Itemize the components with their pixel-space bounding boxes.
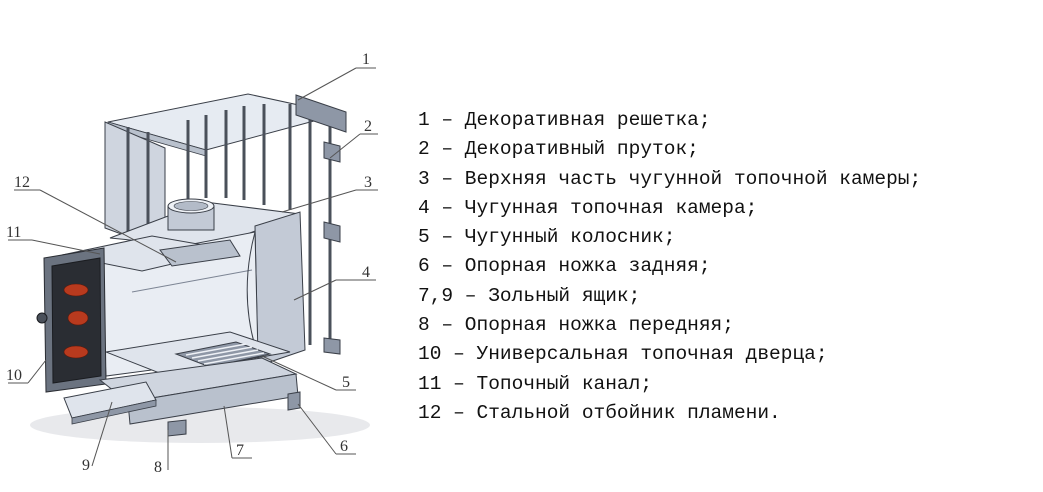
callout-10: 10 [6, 367, 22, 384]
legend-item: 2 – Декоративный пруток; [418, 138, 699, 161]
flame-deflector [159, 239, 241, 267]
front-leg [167, 419, 187, 437]
callout-7: 7 [236, 442, 244, 459]
legend-item: 11 – Топочный канал; [418, 372, 653, 395]
legend-item: 1 – Декоративная решетка; [418, 109, 711, 131]
callout-5: 5 [342, 374, 350, 391]
legend-item: 3 – Верхняя часть чугунной топочной каме… [418, 167, 922, 190]
rear-leg [287, 391, 301, 411]
cast-iron-grate [174, 341, 272, 368]
callout-12: 12 [14, 174, 30, 191]
grille-right-bracket-1 [323, 141, 341, 163]
door-decor [63, 283, 89, 359]
callout-11: 11 [6, 224, 21, 241]
legend-item: 12 – Стальной отбойник пламени. [418, 401, 781, 424]
legend-item: 5 – Чугунный колосник; [418, 226, 676, 249]
chimney-collar-inner [173, 201, 209, 211]
ground-shadow [30, 407, 370, 443]
legend-item: 6 – Опорная ножка задняя; [418, 255, 711, 278]
parts-legend: 1 – Декоративная решетка; 2 – Декоративн… [418, 106, 1038, 428]
legend-item: 10 – Универсальная топочная дверца; [418, 343, 828, 366]
callout-2: 2 [364, 118, 372, 135]
callout-9: 9 [82, 457, 90, 474]
callout-3: 3 [364, 174, 372, 191]
callout-4: 4 [362, 264, 370, 281]
callout-8: 8 [154, 459, 162, 476]
grille-right-plate [295, 94, 347, 133]
callout-lines [8, 67, 378, 470]
grille-right-bracket-2 [323, 221, 341, 243]
callout-6: 6 [340, 438, 348, 455]
door-handle-icon [36, 312, 48, 324]
legend-item: 7,9 – Зольный ящик; [418, 284, 641, 307]
callout-1: 1 [362, 51, 370, 68]
legend-item: 4 – Чугунная топочная камера; [418, 196, 758, 219]
legend-item: 8 – Опорная ножка передняя; [418, 314, 734, 337]
firebox-interior-seam [131, 269, 253, 293]
grille-right-bracket-3 [323, 337, 341, 355]
ash-drawer-tray-edge [71, 399, 157, 425]
